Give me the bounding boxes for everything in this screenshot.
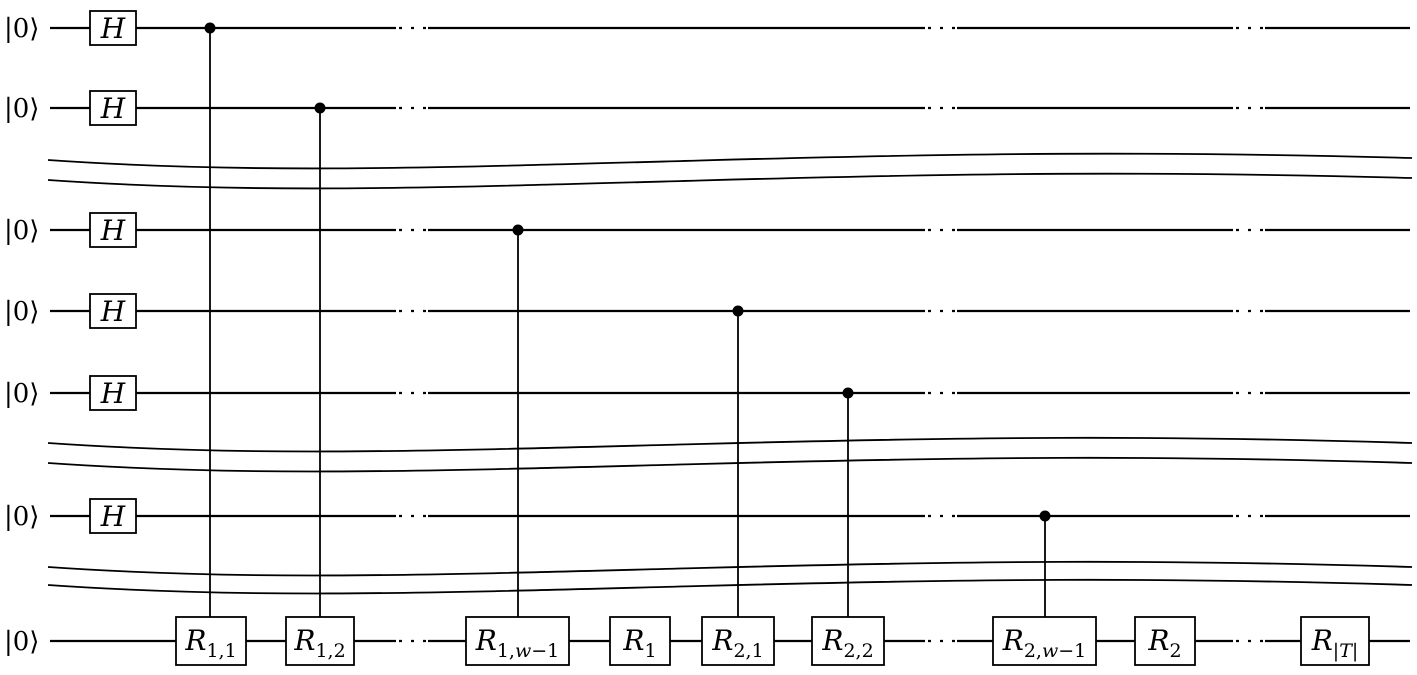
rotation-gate-R_T: R|T|	[1300, 616, 1370, 666]
control-dot	[512, 224, 524, 236]
gate-subscript: 1	[645, 640, 657, 662]
rotation-gate-R_1: R1	[609, 616, 671, 666]
hadamard-label: H	[100, 214, 126, 247]
input-state-label: |0⟩	[4, 502, 39, 532]
wire-break-curve-2	[47, 436, 1413, 453]
gate-label: R2	[1147, 624, 1181, 662]
gate-subscript: 2,1	[733, 640, 763, 662]
gate-base: R	[1311, 624, 1333, 657]
hadamard-gate: H	[89, 293, 137, 329]
gate-subscript: 1,1	[206, 640, 236, 662]
input-state-label: |0⟩	[4, 379, 39, 409]
gate-subscript: 1,2	[315, 640, 345, 662]
rotation-gate-R_1_1: R1,1	[175, 616, 247, 666]
gate-subscript: −1	[1058, 640, 1086, 662]
control-lines	[204, 22, 1051, 617]
gate-label: R1,1	[184, 624, 236, 662]
gate-label: R1,w−1	[475, 624, 560, 662]
gate-box	[89, 212, 137, 248]
gate-box	[609, 616, 671, 666]
gate-subscript: 2,2	[843, 640, 873, 662]
gate-subscript: |	[1333, 640, 1339, 662]
gate-box	[89, 498, 137, 534]
gate-label: R1,2	[293, 624, 345, 662]
gate-box	[89, 90, 137, 126]
wire-break-curve-1	[47, 152, 1413, 170]
rotation-gate-R_1_w-1: R1,w−1	[465, 616, 570, 666]
hadamard-label: H	[100, 500, 126, 533]
gate-base: R	[293, 624, 315, 657]
rotation-gate-R_2_2: R2,2	[811, 616, 885, 666]
hadamard-label: H	[100, 377, 126, 410]
input-state-label: |0⟩	[4, 14, 39, 44]
gate-label: R|T|	[1311, 624, 1359, 662]
gate-box	[992, 616, 1097, 666]
control-dot	[1039, 510, 1051, 522]
wire-break-curve-2	[47, 456, 1413, 473]
gate-base: R	[622, 624, 644, 657]
gate-subscript: 2	[1170, 640, 1182, 662]
gate-box	[811, 616, 885, 666]
gate-subscript: −1	[531, 640, 559, 662]
input-state-label: |0⟩	[4, 94, 39, 124]
control-dot	[842, 387, 854, 399]
gate-subscript: 1,	[497, 640, 515, 662]
gate-base: R	[184, 624, 206, 657]
gate-base: R	[1147, 624, 1169, 657]
control-dot	[314, 102, 326, 114]
hadamard-label: H	[100, 12, 126, 45]
gate-box	[701, 616, 775, 666]
gate-box	[89, 375, 137, 411]
hadamard-gate: H	[89, 212, 137, 248]
rotation-gate-R_2: R2	[1134, 616, 1196, 666]
rotation-gate-R_2_w-1: R2,w−1	[992, 616, 1097, 666]
hadamard-gate: H	[89, 375, 137, 411]
input-state-labels: |0⟩ |0⟩ |0⟩ |0⟩ |0⟩ |0⟩ |0⟩	[4, 14, 39, 657]
gate-label: R1	[622, 624, 656, 662]
gate-box	[1300, 616, 1370, 666]
control-dot	[204, 22, 216, 34]
control-dot	[732, 305, 744, 317]
gate-box	[175, 616, 247, 666]
gate-box	[465, 616, 570, 666]
gate-box	[1134, 616, 1196, 666]
wire-break-marks	[47, 152, 1413, 595]
hadamard-label: H	[100, 295, 126, 328]
hadamard-gates: H H H H H H	[89, 10, 137, 534]
gate-label: R2,2	[821, 624, 873, 662]
wire-break-curve-1	[47, 172, 1413, 190]
wire-break-curve-3	[47, 560, 1413, 577]
input-state-label: |0⟩	[4, 297, 39, 327]
gate-label: R2,1	[711, 624, 763, 662]
input-state-label: |0⟩	[4, 216, 39, 246]
rotation-gate-R_1_2: R1,2	[285, 616, 355, 666]
gate-base: R	[475, 624, 497, 657]
gate-label: R2,w−1	[1002, 624, 1087, 662]
gate-base: R	[1002, 624, 1024, 657]
gate-subscript: w	[1042, 640, 1058, 662]
hadamard-label: H	[100, 92, 126, 125]
hadamard-gate: H	[89, 498, 137, 534]
gate-subscript: w	[515, 640, 531, 662]
gate-subscript: T	[1339, 640, 1353, 662]
rotation-gate-R_2_1: R2,1	[701, 616, 775, 666]
hadamard-gate: H	[89, 90, 137, 126]
gate-box	[89, 293, 137, 329]
gate-box	[285, 616, 355, 666]
qubit-wires	[50, 26, 1410, 643]
gate-box	[89, 10, 137, 46]
gate-subscript: |	[1352, 640, 1358, 662]
input-state-label: |0⟩	[4, 627, 39, 657]
gate-base: R	[711, 624, 733, 657]
gate-subscript: 2,	[1024, 640, 1042, 662]
wire-break-curve-3	[47, 578, 1413, 595]
gate-base: R	[821, 624, 843, 657]
hadamard-gate: H	[89, 10, 137, 46]
